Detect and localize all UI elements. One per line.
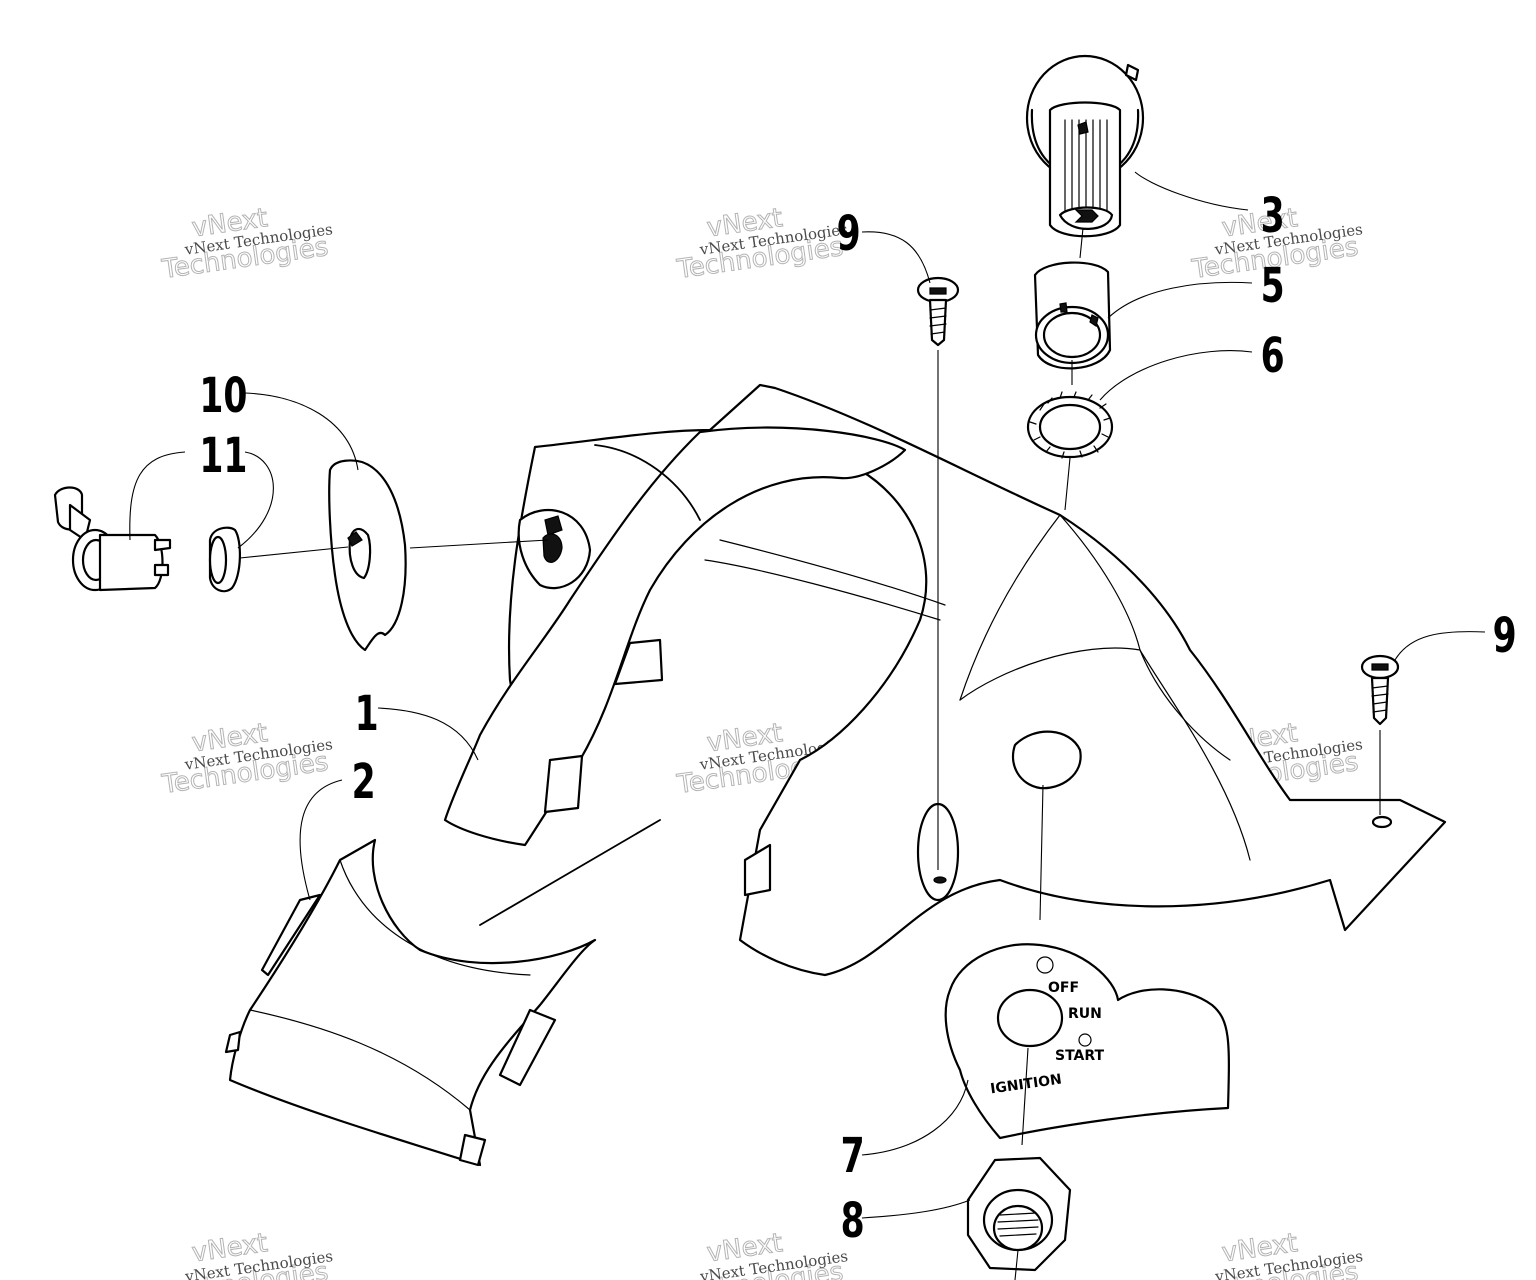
decal-label-off: OFF xyxy=(1048,980,1079,996)
callout-2: 2 xyxy=(352,753,376,809)
retainer-nut xyxy=(208,526,241,593)
screw-top xyxy=(916,276,960,870)
callout-9-top: 9 xyxy=(837,205,861,261)
leader-lines xyxy=(129,171,1486,1219)
callout-8: 8 xyxy=(841,1192,865,1248)
decal-label-run: RUN xyxy=(1068,1006,1102,1022)
ignition-decal: OFF RUN START IGNITION xyxy=(944,784,1230,1146)
decal-label-start: START xyxy=(1055,1048,1105,1064)
accessory-outlet xyxy=(53,486,172,592)
callout-labels: 1 2 3 5 6 7 8 9 9 10 11 xyxy=(199,187,1516,1248)
callout-5: 5 xyxy=(1261,257,1285,313)
callout-7: 7 xyxy=(841,1127,865,1183)
screw-right xyxy=(1360,654,1400,815)
lock-washer xyxy=(1026,391,1114,511)
callout-10: 10 xyxy=(199,367,247,423)
outlet-decal-plate xyxy=(239,459,549,652)
callout-11: 11 xyxy=(199,427,247,483)
hex-nut xyxy=(966,1156,1072,1280)
callout-3: 3 xyxy=(1261,187,1285,243)
callout-1: 1 xyxy=(355,685,379,741)
switch-sleeve xyxy=(1033,261,1112,385)
ignition-switch xyxy=(1025,54,1145,259)
console-housing xyxy=(443,383,1447,977)
callout-9-right: 9 xyxy=(1493,607,1517,663)
callout-6: 6 xyxy=(1261,327,1285,383)
lower-bezel xyxy=(224,819,661,1167)
